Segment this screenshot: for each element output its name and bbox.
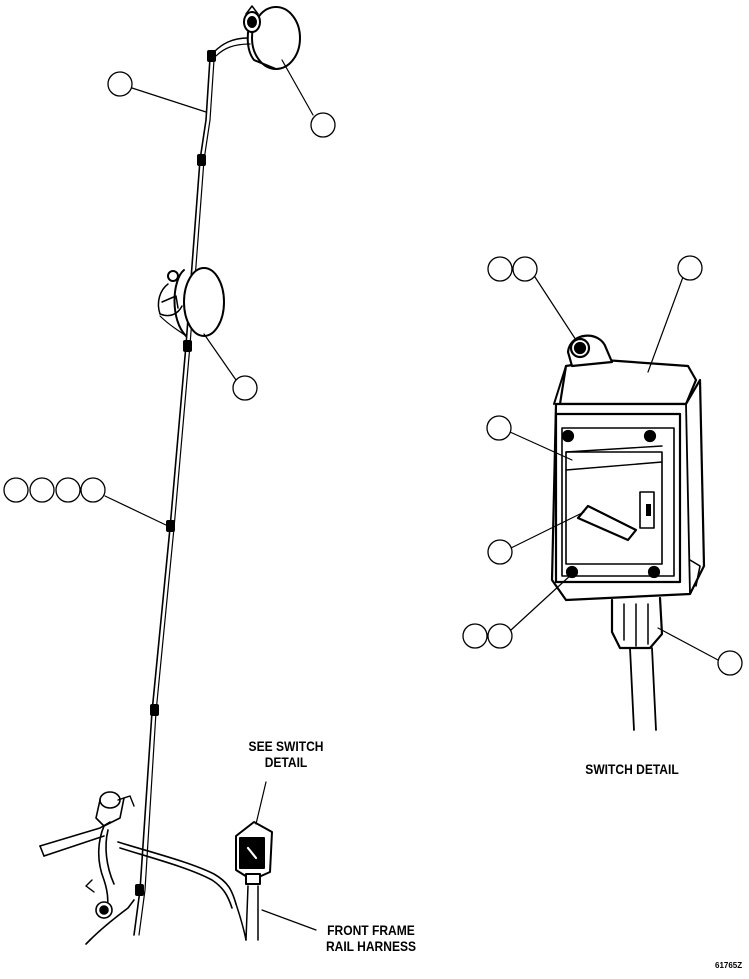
callout-bubble — [232, 375, 258, 401]
screw — [565, 565, 579, 579]
callout-bubble — [487, 623, 513, 649]
callout-bubble — [80, 477, 106, 503]
callout-bubble — [55, 477, 81, 503]
screw — [647, 565, 661, 579]
callout-bubble — [3, 477, 29, 503]
clip-2 — [197, 154, 206, 166]
figure-id: 61765Z — [715, 961, 743, 970]
harness-assembly — [133, 37, 251, 936]
top-lamp-lead-b — [215, 43, 251, 57]
front-frame-line2: RAIL HARNESS — [325, 938, 417, 954]
callout-bubble — [462, 623, 488, 649]
cable-gland — [610, 596, 664, 650]
callout-bubble — [29, 477, 55, 503]
clip-1 — [207, 50, 216, 62]
leader-lines-main — [104, 59, 317, 931]
callout-bubble — [486, 415, 512, 441]
clip-6 — [135, 884, 144, 896]
callout-bubble — [487, 539, 513, 565]
switch-small — [235, 821, 273, 941]
top-lamp — [243, 5, 301, 70]
see-switch-detail-label: SEE SWITCH DETAIL — [234, 738, 337, 770]
callout-bubbles-detail — [462, 255, 743, 676]
switch-detail — [550, 334, 706, 731]
toggle-lever — [576, 504, 638, 542]
callout-bubbles-main — [3, 71, 336, 503]
callout-bubble — [717, 650, 743, 676]
callout-bubble — [107, 71, 133, 97]
callout-bubble — [310, 112, 336, 138]
clip-5 — [150, 704, 159, 716]
front-frame-line1: FRONT FRAME — [327, 922, 415, 938]
middle-lamp — [157, 267, 225, 337]
top-lamp-lead — [213, 37, 249, 53]
callout-bubble — [487, 256, 513, 282]
switch-cable — [629, 647, 657, 731]
harness-clips — [135, 50, 216, 896]
clip-3 — [183, 340, 192, 352]
see-switch-detail-line2: DETAIL — [264, 754, 308, 770]
switch-detail-title: SWITCH DETAIL — [585, 761, 679, 777]
screw — [643, 429, 657, 443]
clip-4 — [166, 520, 175, 532]
lower-connector-cluster — [39, 791, 237, 945]
switch-housing-top — [558, 358, 698, 406]
harness-main-wire-inner — [138, 59, 215, 936]
callout-bubble — [677, 255, 703, 281]
see-switch-detail-line1: SEE SWITCH — [248, 738, 324, 754]
screw — [561, 429, 575, 443]
harness-main-wire — [133, 57, 211, 936]
callout-bubble — [512, 256, 538, 282]
leader-lines-detail — [509, 273, 719, 661]
front-frame-rail-harness-label: FRONT FRAME RAIL HARNESS — [315, 922, 427, 954]
